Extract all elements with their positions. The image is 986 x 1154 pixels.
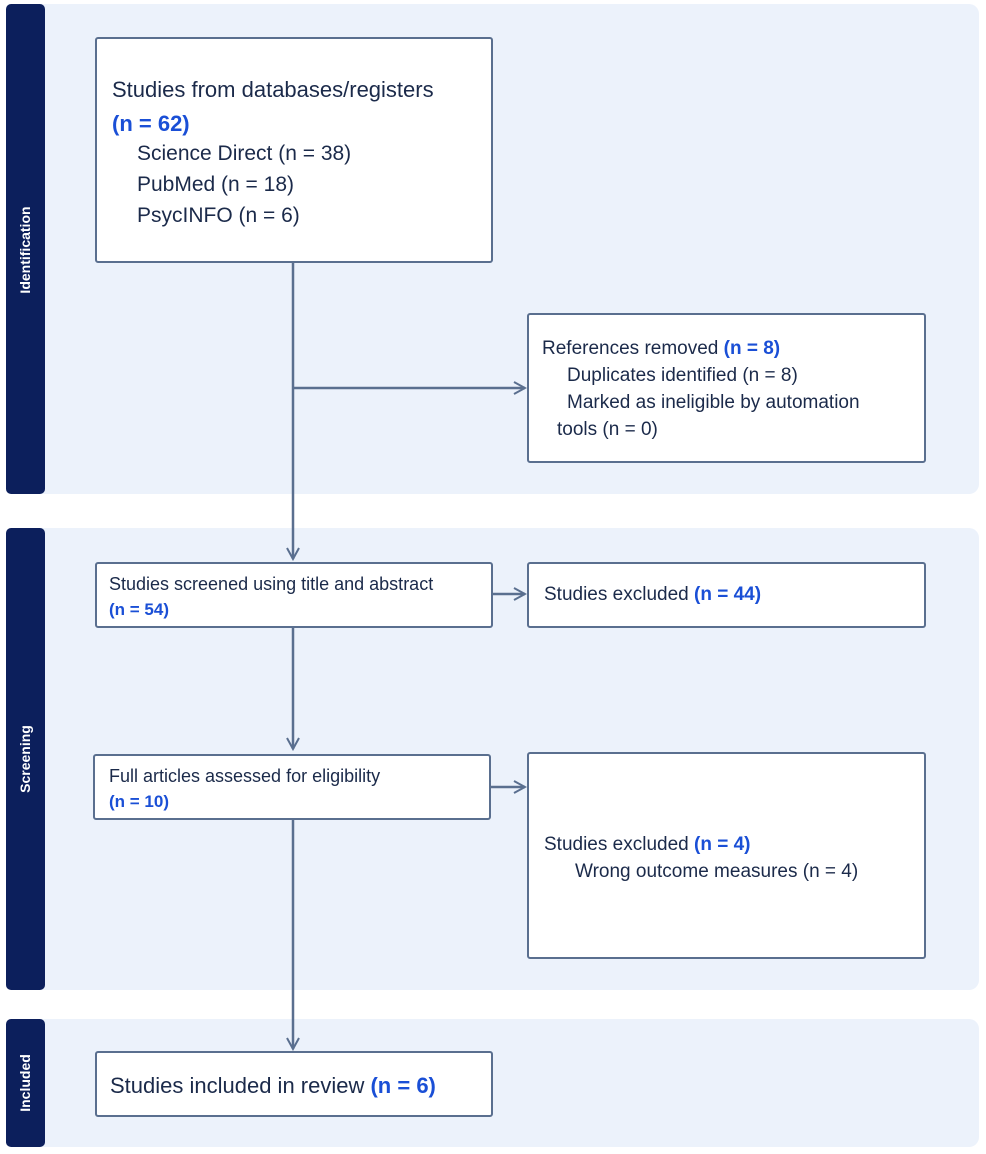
included-title: Studies included in review (n = 6) <box>110 1073 436 1099</box>
excluded-title-abstract-box: Studies excluded (n = 44) <box>527 562 926 628</box>
removed-title: References removed (n = 8) <box>542 338 780 360</box>
excluded1-title: Studies excluded (n = 44) <box>544 584 761 606</box>
screening-sidebar <box>6 528 45 990</box>
included-count: (n = 6) <box>370 1073 436 1098</box>
automation-line: Marked as ineligible by automation <box>567 392 860 413</box>
databases-box: Studies from databases/registers (n = 62… <box>95 37 493 263</box>
assessed-title: Full articles assessed for eligibility <box>109 766 381 786</box>
excluded2-title-text: Studies excluded <box>544 834 694 855</box>
removed-count: (n = 8) <box>723 338 781 359</box>
screened-count: (n = 54) <box>109 600 169 619</box>
assessed-count: (n = 10) <box>109 792 169 811</box>
excluded2-count: (n = 4) <box>694 834 751 855</box>
duplicates-line: Duplicates identified (n = 8) <box>567 365 798 386</box>
included-title-text: Studies included in review <box>110 1073 371 1098</box>
screened-title: Studies screened using title and abstrac… <box>109 574 434 594</box>
source-psycinfo: PsycINFO (n = 6) <box>137 204 300 227</box>
databases-title: Studies from databases/registers <box>112 77 434 102</box>
screened-box: Studies screened using title and abstrac… <box>95 562 493 628</box>
source-science-direct: Science Direct (n = 38) <box>137 142 352 165</box>
excluded2-title: Studies excluded (n = 4) <box>544 834 750 856</box>
identification-sidebar <box>6 4 45 494</box>
excluded1-count: (n = 44) <box>694 584 762 605</box>
included-box: Studies included in review (n = 6) <box>95 1051 493 1117</box>
excluded-full-text-box: Studies excluded (n = 4) Wrong outcome m… <box>527 752 926 959</box>
source-pubmed: PubMed (n = 18) <box>137 173 295 196</box>
included-sidebar <box>6 1019 45 1147</box>
automation-line-cont: tools (n = 0) <box>557 419 658 440</box>
references-removed-box: References removed (n = 8) Duplicates id… <box>527 313 926 463</box>
excluded1-title-text: Studies excluded <box>544 584 694 605</box>
assessed-box: Full articles assessed for eligibility (… <box>93 754 491 820</box>
databases-count: (n = 62) <box>112 111 190 136</box>
excluded2-reason: Wrong outcome measures (n = 4) <box>575 861 859 882</box>
removed-title-text: References removed <box>542 338 724 359</box>
